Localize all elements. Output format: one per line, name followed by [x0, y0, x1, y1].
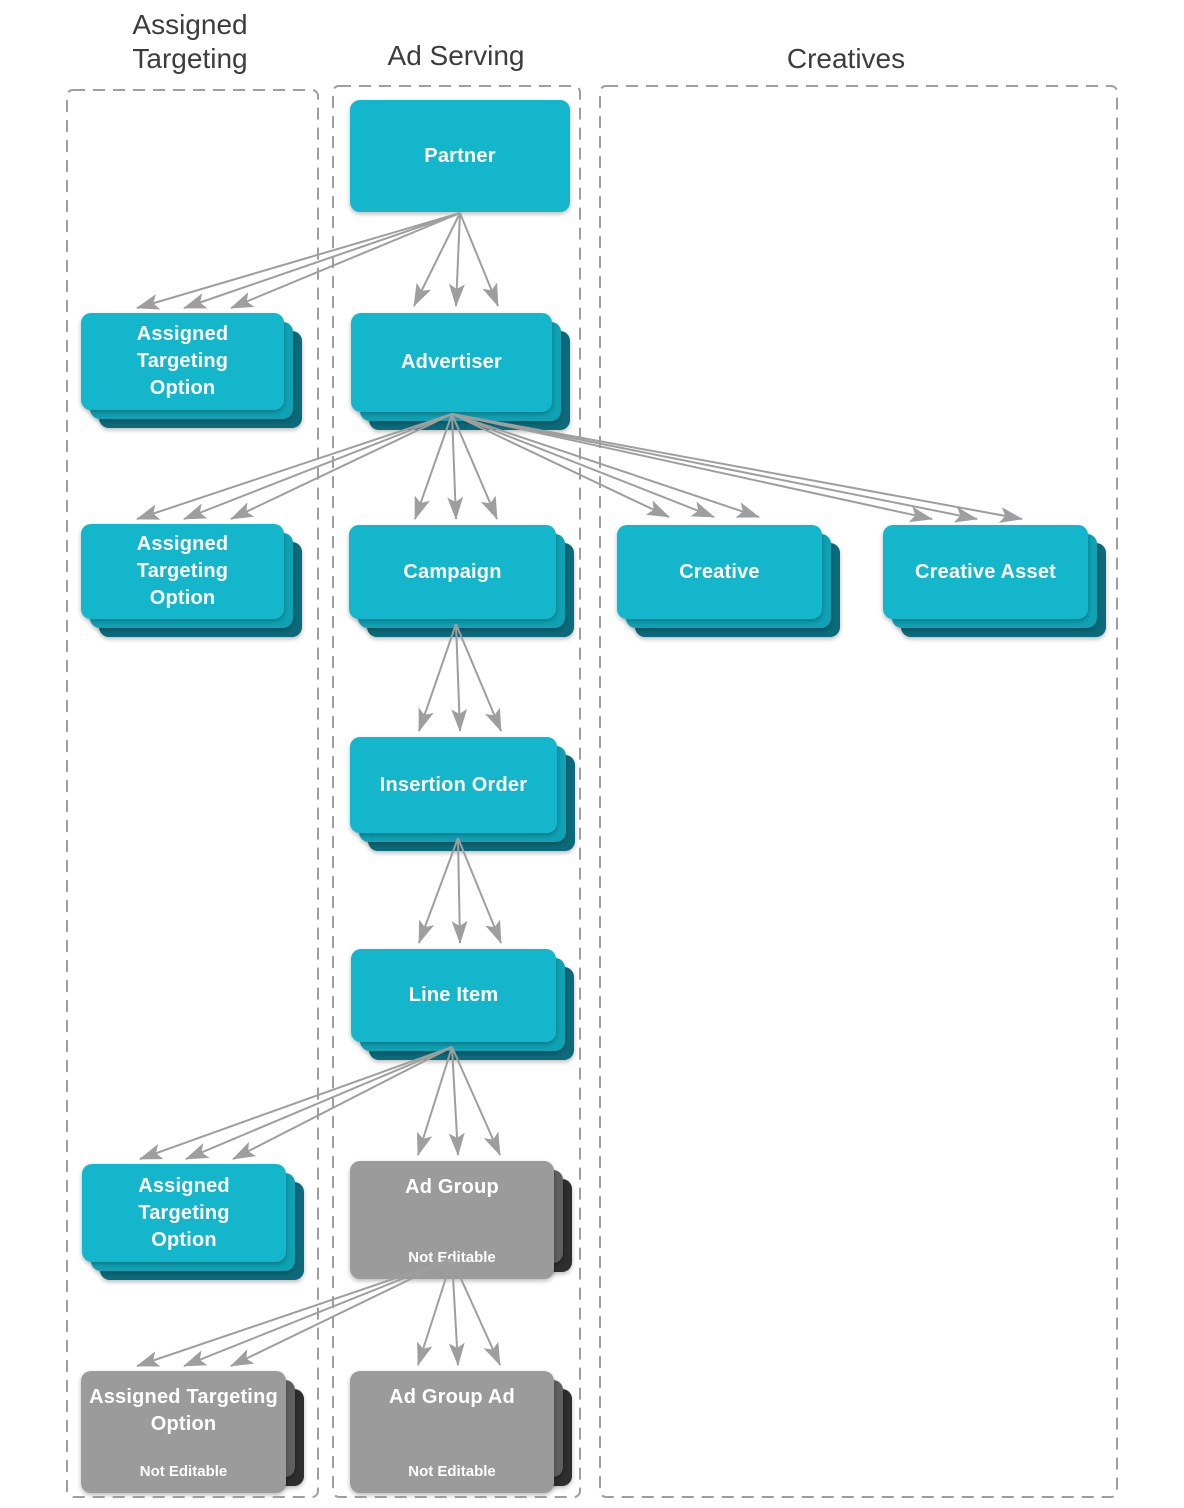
box-label: Campaign: [403, 560, 502, 583]
arrow-line-item-to-ad-group-3: [451, 1046, 501, 1156]
arrow-partner-to-advertiser-3: [459, 212, 499, 307]
column-title-creatives: Creatives: [786, 43, 906, 74]
arrow-campaign-to-insertion-order-3: [455, 623, 502, 732]
column-title-assigned-targeting: Assigned Targeting: [132, 9, 248, 74]
arrow-partner-to-assigned-targeting-option-1-1: [136, 212, 461, 310]
creative-asset-box: Creative Asset: [883, 525, 1106, 637]
arrow-insertion-order-to-line-item-2: [451, 837, 468, 944]
box-label: Line Item: [408, 984, 499, 1006]
box-label: Creative Asset: [914, 560, 1057, 583]
column-title-ad-serving: Ad Serving: [387, 40, 525, 71]
arrow-partner-to-advertiser-2: [448, 212, 465, 307]
box-label: Insertion Order: [379, 773, 528, 796]
arrow-line-item-to-ad-group-2: [448, 1046, 465, 1156]
box-face: Campaign: [349, 525, 556, 619]
line-item-box: Line Item: [351, 949, 574, 1060]
box-sublabel: Not Editable: [408, 1463, 496, 1480]
box-face: Ad Group Ad Not Editable: [350, 1371, 554, 1493]
partner-box: Partner: [350, 100, 570, 212]
box-label: Ad Group Ad: [389, 1386, 515, 1408]
column-border-assigned-targeting: [66, 89, 319, 1498]
box-label: Assigned Targeting Option: [138, 1174, 230, 1251]
assigned-targeting-option-3-box: Assigned Targeting Option: [82, 1164, 304, 1280]
column-border-creatives: [599, 85, 1118, 1498]
arrow-campaign-to-insertion-order-1: [418, 623, 457, 732]
assigned-targeting-option-2-box: Assigned Targeting Option: [81, 524, 302, 637]
box-label: Ad Group: [405, 1176, 499, 1198]
arrow-partner-to-advertiser-1: [413, 212, 461, 307]
arrow-campaign-to-insertion-order-2: [451, 623, 468, 732]
box-face: Line Item: [351, 949, 556, 1042]
ad-group-ad-box: Ad Group Ad Not Editable: [350, 1371, 572, 1493]
creative-box: Creative: [617, 525, 840, 637]
box-label: Assigned Targeting Option: [89, 1386, 278, 1435]
assigned-targeting-option-1-box: Assigned Targeting Option: [81, 313, 302, 428]
arrow-line-item-to-assigned-targeting-option-3-1: [139, 1046, 453, 1160]
box-face: Creative Asset: [883, 525, 1088, 619]
arrow-insertion-order-to-line-item-1: [418, 837, 459, 944]
box-label: Partner: [424, 144, 496, 167]
box-face: Assigned Targeting Option: [81, 524, 284, 619]
box-label: Assigned Targeting Option: [136, 323, 229, 399]
advertiser-box: Advertiser: [351, 313, 570, 430]
arrow-insertion-order-to-line-item-3: [457, 837, 502, 944]
box-sublabel: Not Editable: [139, 1463, 228, 1480]
box-label: Assigned Targeting Option: [136, 533, 229, 609]
arrow-partner-to-assigned-targeting-option-1-2: [183, 212, 461, 309]
box-face: Partner: [350, 100, 570, 212]
arrow-line-item-to-ad-group-1: [416, 1046, 453, 1156]
box-face: Creative: [617, 525, 822, 619]
campaign-box: Campaign: [349, 525, 574, 637]
box-sublabel: Not Editable: [408, 1249, 496, 1266]
box-face: Insertion Order: [350, 737, 557, 833]
box-label: Advertiser: [401, 351, 502, 373]
box-label: Creative: [679, 560, 760, 583]
arrow-line-item-to-assigned-targeting-option-3-2: [185, 1046, 453, 1160]
arrow-partner-to-assigned-targeting-option-1-3: [230, 212, 461, 309]
box-face: Advertiser: [351, 313, 552, 412]
box-face: Assigned Targeting Option: [81, 313, 284, 410]
insertion-order-box: Insertion Order: [350, 737, 575, 851]
arrow-line-item-to-assigned-targeting-option-3-3: [232, 1046, 453, 1160]
box-face: Assigned Targeting Option: [82, 1164, 286, 1262]
